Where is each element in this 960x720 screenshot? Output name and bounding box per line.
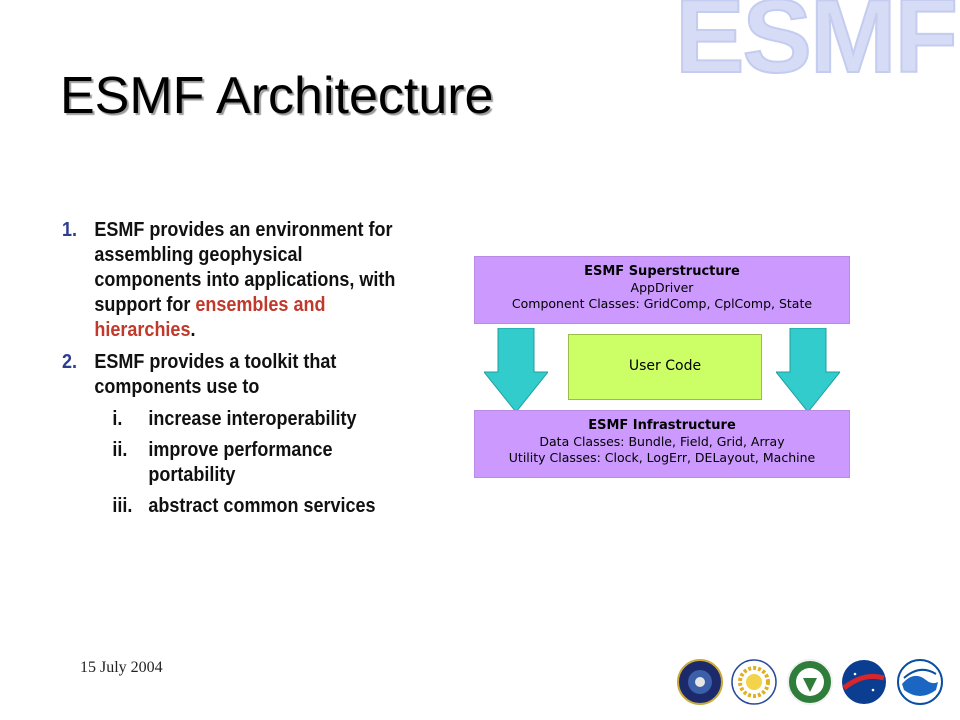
agency-logos <box>676 658 946 708</box>
nasa-logo-icon <box>842 660 886 704</box>
bullet-item-2: 2. ESMF provides a toolkit that componen… <box>62 350 409 400</box>
noaa-logo-icon <box>897 659 943 705</box>
sub-bullet-number: ii. <box>112 439 128 461</box>
sub-bullet-1: i. increase interoperability <box>62 407 409 432</box>
bullet-text: ESMF provides a toolkit that components … <box>94 351 337 398</box>
architecture-diagram: ESMF Superstructure AppDriver Component … <box>474 256 850 478</box>
sub-bullet-text: abstract common services <box>148 495 376 517</box>
sub-bullet-number: i. <box>112 408 123 430</box>
infrastructure-line: Data Classes: Bundle, Field, Grid, Array <box>539 434 785 449</box>
sub-bullet-number: iii. <box>112 495 133 517</box>
bullet-list: 1. ESMF provides an environment for asse… <box>62 218 409 525</box>
superstructure-line: AppDriver <box>630 280 694 295</box>
sub-bullet-3: iii. abstract common services <box>62 494 409 519</box>
superstructure-heading: ESMF Superstructure <box>584 264 740 279</box>
bullet-text-end: . <box>190 319 196 341</box>
bullet-number: 1. <box>62 219 78 241</box>
superstructure-line: Component Classes: GridComp, CplComp, St… <box>511 296 813 311</box>
down-arrow-right-icon <box>776 328 840 412</box>
down-arrow-left-icon <box>484 328 548 412</box>
bullet-highlight: ensembles and hierarchies <box>94 294 326 341</box>
sub-bullet-text: increase interoperability <box>148 408 357 430</box>
slide-date: 15 July 2004 <box>80 659 163 676</box>
user-code-label: User Code <box>628 358 702 374</box>
sub-bullet-text: improve performance portability <box>148 439 333 486</box>
nsf-logo-icon <box>731 659 777 705</box>
superstructure-box: ESMF Superstructure AppDriver Component … <box>474 256 850 324</box>
slide-title: ESMF Architecture <box>60 67 494 125</box>
doe-seal-icon <box>787 659 833 705</box>
esmf-watermark: ESMF <box>674 0 959 96</box>
dod-seal-icon <box>677 659 723 705</box>
bullet-text: ESMF provides an environment for assembl… <box>94 219 396 316</box>
user-code-box: User Code <box>568 334 762 400</box>
bullet-number: 2. <box>62 351 78 373</box>
infrastructure-box: ESMF Infrastructure Data Classes: Bundle… <box>474 410 850 478</box>
sub-bullet-2: ii. improve performance portability <box>62 438 409 488</box>
infrastructure-heading: ESMF Infrastructure <box>588 418 736 433</box>
infrastructure-line: Utility Classes: Clock, LogErr, DELayout… <box>508 450 816 465</box>
bullet-item-1: 1. ESMF provides an environment for asse… <box>62 218 409 343</box>
